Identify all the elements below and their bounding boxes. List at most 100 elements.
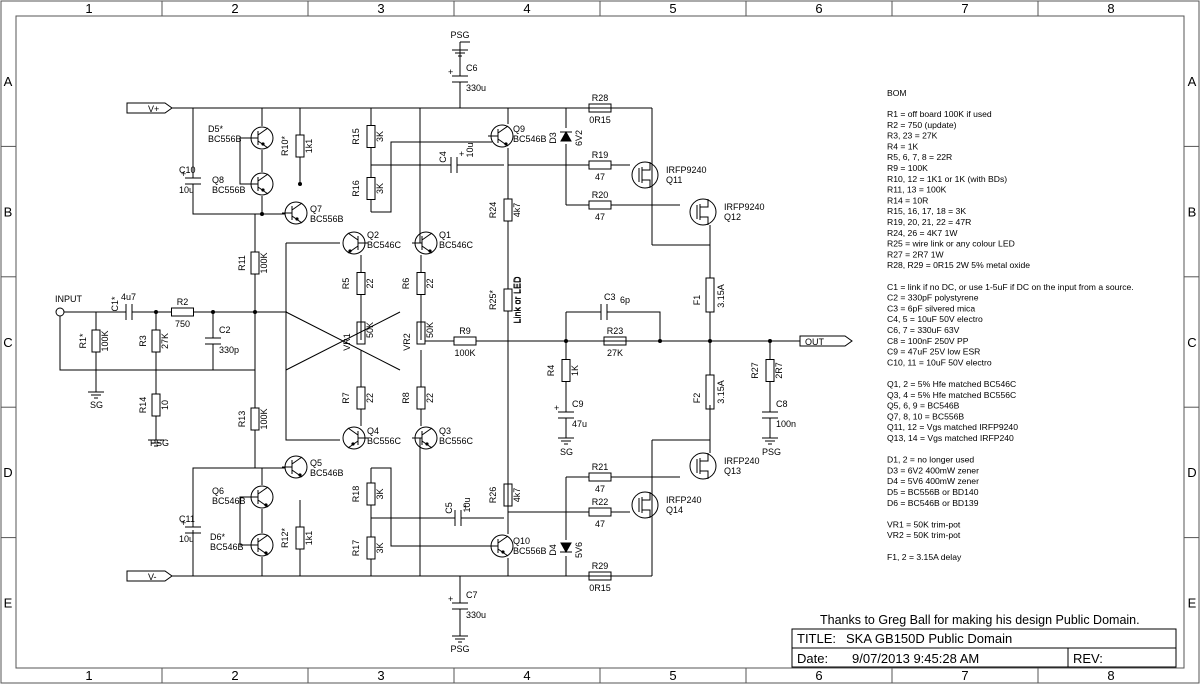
resistor-R25 <box>503 288 513 312</box>
value-R16: 3K <box>375 183 385 194</box>
ref-R26: R26 <box>488 487 498 504</box>
ref-Q7: Q7 <box>310 204 322 214</box>
ref-Q11: Q11 <box>666 175 682 185</box>
ref-R22: R22 <box>592 497 609 507</box>
bom-line: R2 = 750 (update) <box>887 120 957 130</box>
polarity-mark: + <box>448 594 453 604</box>
value-Q14: IRFP240 <box>666 495 702 505</box>
resistor-R10 <box>295 134 305 158</box>
ref-Q10: Q10 <box>513 536 530 546</box>
value-R22: 47 <box>595 519 605 529</box>
bom-line: R3, 23 = 27K <box>887 131 938 141</box>
ref-C4: C4 <box>438 151 448 163</box>
resistor-R8 <box>416 386 426 410</box>
ref-F2: F2 <box>692 393 702 404</box>
vminus-net-label: V- <box>148 572 157 582</box>
ref-R20: R20 <box>592 190 609 200</box>
value-R23: 27K <box>607 348 623 358</box>
resistor-R4 <box>561 359 571 382</box>
bom-line: Q3, 4 = 5% Hfe matched BC556C <box>887 390 1016 400</box>
psg-label: PSG <box>450 644 469 654</box>
resistor-R12 <box>295 526 305 550</box>
bom-line: R24, 26 = 4K7 1W <box>887 228 958 238</box>
value-R14: 10 <box>160 400 170 410</box>
ref-R21: R21 <box>592 462 609 472</box>
junction <box>260 212 264 216</box>
mosfet-Q12 <box>689 198 717 226</box>
grid-column-label: 2 <box>231 1 238 16</box>
grid-column-label: 8 <box>1107 1 1114 16</box>
zener-D3 <box>560 130 572 142</box>
bom-line: R1 = off board 100K if used <box>887 109 992 119</box>
value-VR1: 50K <box>365 322 375 338</box>
bom-line: Q7, 8, 10 = BC556B <box>887 411 964 421</box>
value-R19: 47 <box>595 172 605 182</box>
bom-line: D3 = 6V2 400mW zener <box>887 465 979 475</box>
value-Q8: BC556B <box>212 185 246 195</box>
grid-row-label: A <box>1188 74 1197 89</box>
bom-line: R9 = 100K <box>887 163 928 173</box>
value-R4: 1K <box>570 365 580 376</box>
emitter-arrow <box>428 249 432 253</box>
value-R10: 1k1 <box>304 139 314 154</box>
bom-line: D5 = BC556B or BD140 <box>887 487 979 497</box>
ref-R7: R7 <box>341 392 351 404</box>
value-Q7: BC556B <box>310 214 344 224</box>
grid-column-label: 4 <box>523 668 530 683</box>
bom-line: Q5, 6, 9 = BC546B <box>887 401 960 411</box>
emitter-arrow <box>348 249 352 253</box>
output-net-label: OUT <box>805 337 825 347</box>
ref-R11: R11 <box>237 255 247 271</box>
resistor-R26 <box>503 483 513 507</box>
value-R26: 4k7 <box>512 488 522 503</box>
grid-column-label: 7 <box>961 1 968 16</box>
value-Q1: BC546C <box>439 240 474 250</box>
value-Q3: BC556C <box>439 436 474 446</box>
value-R13: 100K <box>259 408 269 429</box>
ref-VR1: VR1 <box>342 333 352 351</box>
ref-Q14: Q14 <box>666 505 683 515</box>
value-C3: 6p <box>620 295 630 305</box>
value-R9: 100K <box>454 348 475 358</box>
bom-line: D4 = 5V6 400mW zener <box>887 476 979 486</box>
bom-line: R11, 13 = 100K <box>887 185 947 195</box>
ref-R23: R23 <box>607 326 624 336</box>
value-D5: BC556B <box>208 134 242 144</box>
fuse-F1 <box>705 277 715 313</box>
bom-line: C3 = 6pF silvered mica <box>887 303 975 313</box>
title-block: TITLE: SKA GB150D Public Domain Date: 9/… <box>791 628 1177 668</box>
emitter-arrow <box>264 503 268 507</box>
bom-line: R14 = 10R <box>887 195 928 205</box>
value-C8: 100n <box>776 419 796 429</box>
bom-line: Q13, 14 = Vgs matched IRFP240 <box>887 433 1014 443</box>
input-connector <box>55 307 65 317</box>
value-Q6: BC546B <box>212 496 246 506</box>
ref-R8: R8 <box>401 392 411 404</box>
bom-line: Q11, 12 = Vgs matched IRFP9240 <box>887 422 1018 432</box>
emitter-arrow <box>261 142 265 146</box>
value-C11: 10u <box>179 534 194 544</box>
ref-Q1: Q1 <box>439 230 451 240</box>
value-R12: 1k1 <box>304 531 314 546</box>
grid-column-label: 3 <box>377 1 384 16</box>
resistor-R21 <box>588 472 612 482</box>
ref-VR2: VR2 <box>402 333 412 351</box>
value-C7: 330u <box>466 610 486 620</box>
bom-line: R19, 20, 21, 22 = 47R <box>887 217 971 227</box>
bom-line: R10, 12 = 1K1 or 1K (with BDs) <box>887 174 1007 184</box>
bom-title: BOM <box>887 88 907 98</box>
bom-line: VR1 = 50K trim-pot <box>887 519 961 529</box>
value-R24: 4k7 <box>512 203 522 218</box>
resistor-R20 <box>588 200 612 210</box>
title-value: SKA GB150D Public Domain <box>846 631 1012 646</box>
value-C6: 330u <box>466 83 486 93</box>
resistor-R24 <box>503 198 513 222</box>
emitter-arrow <box>298 473 302 477</box>
value-Q4: BC556C <box>367 436 402 446</box>
grid-row-label: A <box>4 74 13 89</box>
date-label: Date: <box>797 651 828 666</box>
ref-C3: C3 <box>604 292 616 302</box>
ref-R10: R10* <box>280 135 290 156</box>
